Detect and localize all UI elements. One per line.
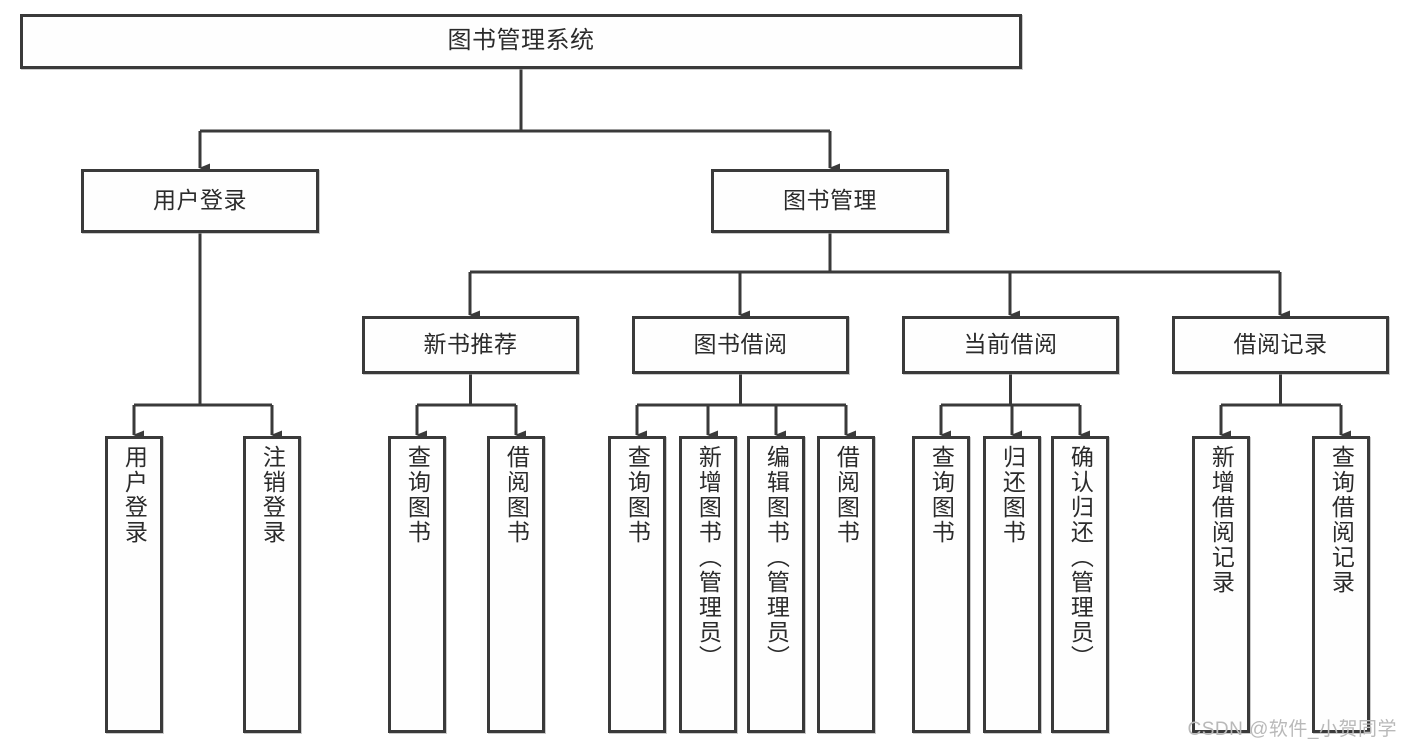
node-label: 当前借阅 [963, 331, 1058, 358]
node-leaf-query-book-3[interactable]: 查询图书 [912, 436, 970, 733]
node-label: 编辑图书（管理员） [763, 445, 790, 670]
node-root[interactable]: 图书管理系统 [20, 14, 1022, 69]
node-label: 新增图书（管理员） [695, 445, 722, 670]
node-label: 借阅图书 [503, 445, 530, 545]
node-label: 归还图书 [999, 445, 1026, 545]
watermark: CSDN @软件_小贺同学 [1187, 719, 1397, 740]
node-label: 图书管理系统 [447, 27, 595, 55]
node-label: 查询图书 [928, 445, 955, 545]
node-leaf-add-borrow-record[interactable]: 新增借阅记录 [1192, 436, 1250, 733]
node-borrow-record[interactable]: 借阅记录 [1172, 316, 1389, 374]
node-new-book-recommend[interactable]: 新书推荐 [362, 316, 579, 374]
node-label: 新书推荐 [423, 331, 518, 358]
node-leaf-borrow-book-1[interactable]: 借阅图书 [487, 436, 545, 733]
node-leaf-query-borrow-record[interactable]: 查询借阅记录 [1312, 436, 1370, 733]
node-label: 新增借阅记录 [1208, 445, 1235, 595]
node-label: 查询图书 [404, 445, 431, 545]
node-leaf-user-login[interactable]: 用户登录 [105, 436, 163, 733]
node-leaf-user-logout[interactable]: 注销登录 [243, 436, 301, 733]
node-label: 查询图书 [624, 445, 651, 545]
node-book-borrow[interactable]: 图书借阅 [632, 316, 849, 374]
node-label: 查询借阅记录 [1328, 445, 1355, 595]
node-leaf-edit-book-admin[interactable]: 编辑图书（管理员） [747, 436, 805, 733]
node-leaf-query-book-2[interactable]: 查询图书 [608, 436, 666, 733]
node-label: 确认归还（管理员） [1067, 445, 1094, 670]
node-label: 注销登录 [259, 445, 286, 545]
node-leaf-borrow-book-2[interactable]: 借阅图书 [817, 436, 875, 733]
node-label: 用户登录 [121, 445, 148, 545]
node-leaf-add-book-admin[interactable]: 新增图书（管理员） [679, 436, 737, 733]
node-leaf-return-book[interactable]: 归还图书 [983, 436, 1041, 733]
node-label: 图书借阅 [693, 331, 788, 358]
node-book-manage[interactable]: 图书管理 [711, 169, 949, 233]
node-label: 借阅图书 [833, 445, 860, 545]
node-current-borrow[interactable]: 当前借阅 [902, 316, 1119, 374]
node-user-login[interactable]: 用户登录 [81, 169, 319, 233]
node-label: 图书管理 [783, 187, 877, 214]
node-leaf-confirm-return-admin[interactable]: 确认归还（管理员） [1051, 436, 1109, 733]
node-label: 借阅记录 [1233, 331, 1328, 358]
node-label: 用户登录 [153, 187, 247, 214]
node-leaf-query-book-1[interactable]: 查询图书 [388, 436, 446, 733]
